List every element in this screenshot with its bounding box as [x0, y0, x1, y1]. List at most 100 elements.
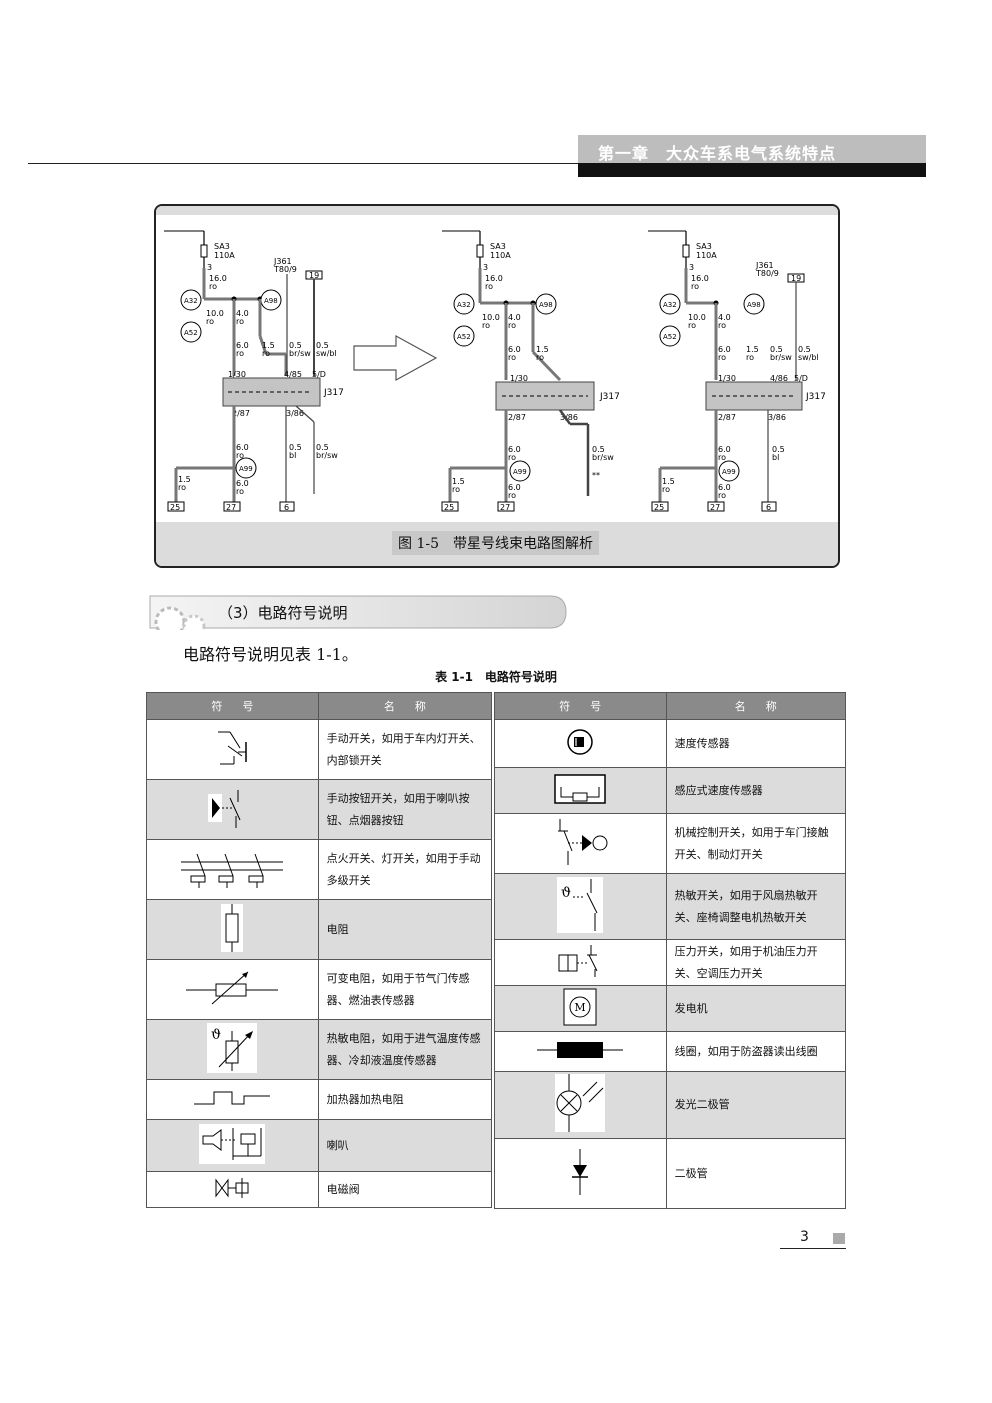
svg-text:A32: A32	[663, 301, 677, 309]
svg-text:A32: A32	[184, 297, 198, 305]
svg-text:16.0: 16.0	[209, 274, 227, 283]
symbol-name: 热敏电阻，如用于进气温度传感器、冷却液温度传感器	[317, 1019, 493, 1080]
svg-text:A98: A98	[539, 301, 553, 309]
header-name: 名称	[665, 692, 847, 720]
coil-icon	[537, 1041, 624, 1058]
symbol-name: 感应式速度传感器	[665, 767, 847, 814]
pressure-switch-icon	[558, 944, 598, 977]
svg-text:ro: ro	[236, 451, 244, 460]
svg-text:6: 6	[284, 503, 289, 512]
svg-text:16.0: 16.0	[691, 274, 709, 283]
svg-text:ro: ro	[262, 349, 270, 358]
svg-text:ro: ro	[718, 453, 726, 462]
svg-text:3/86: 3/86	[560, 413, 578, 422]
svg-text:**: **	[592, 471, 600, 480]
table-row: 电磁阀	[146, 1171, 493, 1208]
symbol-name: 机械控制开关，如用于车门接触开关、制动灯开关	[665, 813, 847, 874]
svg-text:0.5: 0.5	[316, 341, 329, 350]
svg-text:ro: ro	[508, 453, 516, 462]
svg-text:A99: A99	[239, 465, 253, 473]
table-row: 压力开关，如用于机油压力开关、空调压力开关	[494, 939, 847, 986]
circuit-diagram: SA3 110A 3 16.0 ro A32 A52 A98 10.0ro 4.…	[156, 206, 838, 512]
svg-text:25: 25	[654, 503, 664, 512]
svg-text:0.5: 0.5	[289, 341, 302, 350]
page-marker	[833, 1233, 845, 1244]
symbol-name: 手动开关，如用于车内灯开关、内部锁开关	[317, 719, 493, 780]
svg-text:5/D: 5/D	[794, 374, 808, 383]
svg-text:3: 3	[207, 263, 212, 272]
panel-middle: SA3 110A 3 16.0 ro A32 A52 A98 10.0ro 4.…	[441, 230, 620, 512]
svg-text:T80/9: T80/9	[755, 269, 779, 278]
symbol-table-left: 符号 名称 手动开关，如用于车内灯开关、内部锁开关 手动按钮开关，如用于喇叭按钮…	[146, 692, 493, 1208]
symbol-name: 二极管	[665, 1138, 847, 1209]
svg-text:J361: J361	[273, 257, 292, 266]
svg-text:ϑ: ϑ	[211, 1027, 221, 1043]
section-title: （3）电路符号说明	[218, 604, 348, 622]
table-row: 加热器加热电阻	[146, 1079, 493, 1120]
svg-text:ro: ro	[688, 321, 696, 330]
table-row: 线圈，如用于防盗器读出线圈	[494, 1031, 847, 1072]
svg-text:br/sw: br/sw	[592, 453, 614, 462]
svg-text:A98: A98	[264, 297, 278, 305]
symbol-name: 压力开关，如用于机油压力开关、空调压力开关	[665, 939, 847, 986]
svg-text:27: 27	[226, 503, 236, 512]
svg-text:ro: ro	[206, 317, 214, 326]
svg-text:1/30: 1/30	[718, 374, 736, 383]
svg-text:1/30: 1/30	[510, 374, 528, 383]
symbol-name: 速度传感器	[665, 719, 847, 768]
symbol-name: 喇叭	[317, 1119, 493, 1172]
svg-text:110A: 110A	[490, 251, 511, 260]
table-row: 电阻	[146, 899, 493, 960]
diode-icon	[572, 1148, 589, 1195]
inductive-speed-sensor-icon	[554, 773, 607, 804]
svg-text:25: 25	[170, 503, 180, 512]
table-row: 喇叭	[146, 1119, 493, 1172]
mechanical-switch-icon	[558, 818, 608, 865]
header-title-box	[578, 135, 926, 163]
svg-text:SA3: SA3	[696, 242, 712, 251]
horn-icon	[199, 1123, 266, 1164]
svg-text:10.0: 10.0	[688, 313, 706, 322]
svg-text:1.5: 1.5	[452, 477, 465, 486]
table-row: 发光二极管	[494, 1071, 847, 1139]
svg-text:4.0: 4.0	[718, 313, 731, 322]
svg-text:3: 3	[689, 263, 694, 272]
section-heading-band	[149, 595, 567, 630]
svg-text:4.0: 4.0	[508, 313, 521, 322]
variable-resistor-icon	[186, 971, 279, 1004]
svg-text:6.0: 6.0	[718, 345, 731, 354]
svg-text:1.5: 1.5	[746, 345, 759, 354]
svg-text:19: 19	[791, 274, 801, 283]
chapter-title: 第一章 大众车系电气系统特点	[598, 144, 837, 163]
svg-text:16.0: 16.0	[485, 274, 503, 283]
svg-text:1.5: 1.5	[662, 477, 675, 486]
svg-text:ro: ro	[718, 491, 726, 500]
intro-text: 电路符号说明见表 1-1。	[183, 645, 358, 664]
svg-text:19: 19	[309, 271, 319, 280]
symbol-name: 线圈，如用于防盗器读出线圈	[665, 1031, 847, 1072]
svg-text:SA3: SA3	[490, 242, 506, 251]
svg-text:A32: A32	[457, 301, 471, 309]
led-icon	[555, 1074, 606, 1132]
svg-text:6.0: 6.0	[236, 341, 249, 350]
resistor-icon	[221, 903, 244, 952]
svg-text:ro: ro	[746, 353, 754, 362]
svg-text:ro: ro	[178, 483, 186, 492]
svg-text:ro: ro	[662, 485, 670, 494]
svg-text:ro: ro	[485, 282, 493, 291]
svg-text:ro: ro	[508, 321, 516, 330]
svg-text:A52: A52	[184, 329, 198, 337]
gear-icon	[154, 606, 206, 630]
svg-text:10.0: 10.0	[482, 313, 500, 322]
svg-text:sw/bl: sw/bl	[798, 353, 819, 362]
header-symbol: 符号	[494, 692, 667, 720]
svg-text:ro: ro	[718, 321, 726, 330]
figure-caption: 图 1-5 带星号线束电路图解析	[392, 531, 599, 555]
svg-text:3: 3	[483, 263, 488, 272]
svg-text:110A: 110A	[696, 251, 717, 260]
svg-text:bl: bl	[772, 453, 779, 462]
svg-text:br/sw: br/sw	[316, 451, 338, 460]
table-row: M 发电机	[494, 985, 847, 1032]
svg-text:2/87: 2/87	[232, 409, 250, 418]
